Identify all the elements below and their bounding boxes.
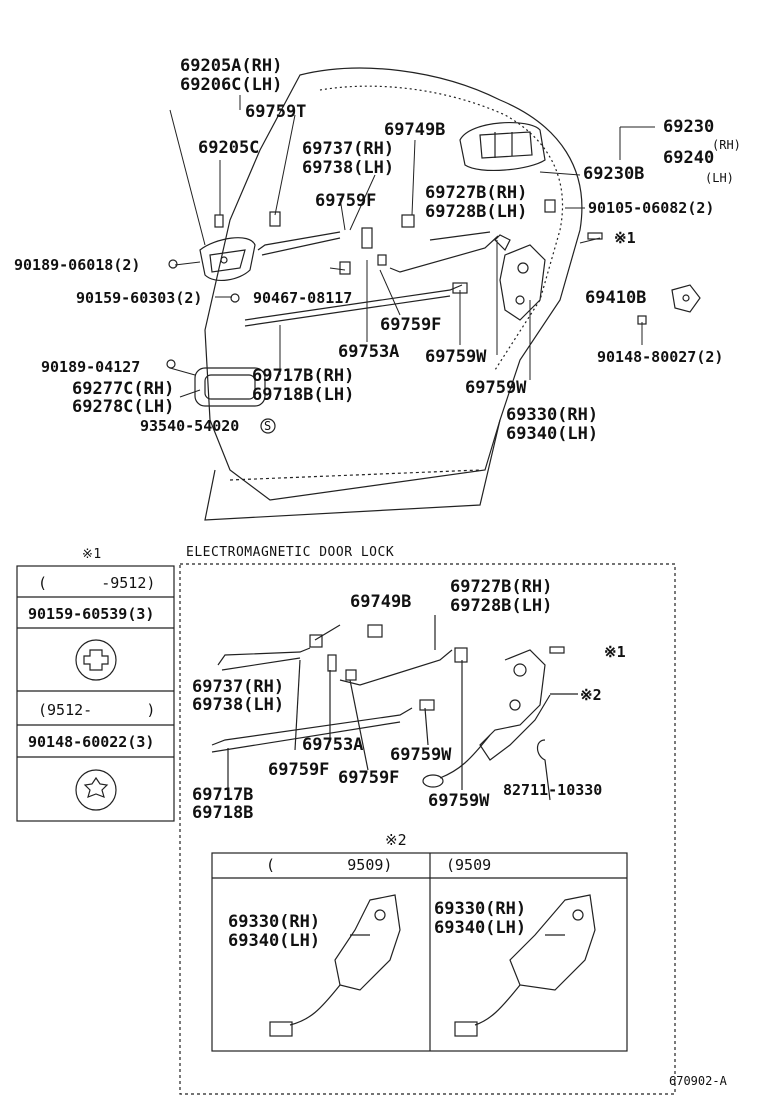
- inside-handle-drawing: [199, 237, 256, 282]
- link-rods-drawing: [244, 231, 499, 327]
- part-label-69727b: 69727B(RH): [425, 183, 528, 203]
- star2-col2-rh: 69330(RH): [434, 899, 527, 919]
- part-label-69759w-a: 69759W: [425, 347, 487, 367]
- actuator-lh-drawing: [454, 894, 596, 1037]
- em-part-69728b: 69728B(LH): [450, 596, 553, 616]
- side-row-part-90159: 90159-60539(3): [28, 605, 155, 623]
- star1-reference: ※1: [614, 229, 636, 247]
- star2-table-lines: [211, 852, 628, 1052]
- part-label-69759t: 69759T: [245, 102, 307, 122]
- striker-drawing: [671, 284, 701, 313]
- part-label-69240: 69240: [663, 148, 715, 168]
- side-row-part-90148: 90148-60022(3): [28, 733, 155, 751]
- side-row-date-1: ( -9512): [38, 574, 156, 592]
- em-part-69759f-a: 69759F: [268, 760, 330, 780]
- rh-small-label: (RH): [712, 138, 741, 152]
- em-part-69759f-b: 69759F: [338, 768, 400, 788]
- part-label-69340: 69340(LH): [506, 424, 599, 444]
- part-label-69205a: 69205A(RH): [180, 56, 283, 76]
- part-label-69277c: 69277C(RH): [72, 379, 175, 399]
- part-label-90105: 90105-06082(2): [588, 199, 715, 217]
- handle-bezel-drawing: [194, 367, 266, 407]
- em-part-69749b: 69749B: [350, 592, 412, 612]
- part-label-69728b: 69728B(LH): [425, 202, 528, 222]
- side-panel-lines: [16, 565, 175, 822]
- em-rods-drawing: [211, 615, 565, 790]
- actuator-rh-drawing: [269, 894, 401, 1037]
- em-part-69753a: 69753A: [302, 735, 364, 755]
- em-star1: ※1: [604, 643, 626, 661]
- part-label-69330: 69330(RH): [506, 405, 599, 425]
- part-label-69759f-a: 69759F: [315, 191, 377, 211]
- part-label-90189-06018: 90189-06018(2): [14, 256, 141, 274]
- outside-handle-drawing: [459, 121, 546, 172]
- star2-col2-lh: 69340(LH): [434, 918, 527, 938]
- lh-small-label: (LH): [705, 171, 734, 185]
- part-label-69230: 69230: [663, 117, 715, 137]
- diagram-code: 670902-A: [669, 1074, 727, 1088]
- leader-lines-top: [169, 95, 655, 398]
- side-panel-title: ※1: [82, 547, 102, 562]
- em-part-69737: 69737(RH): [192, 677, 285, 697]
- part-label-90148-80027: 90148-80027(2): [597, 348, 724, 366]
- star2-col2-header: (9509: [446, 856, 564, 874]
- part-label-69759f-b: 69759F: [380, 315, 442, 335]
- em-part-69738: 69738(LH): [192, 695, 285, 715]
- part-label-90189-04127: 90189-04127: [41, 358, 141, 376]
- star2-col1-lh: 69340(LH): [228, 931, 321, 951]
- em-star2: ※2: [580, 686, 602, 704]
- part-label-69278c: 69278C(LH): [72, 397, 175, 417]
- side-row-date-2: (9512- ): [38, 701, 156, 719]
- part-label-69717b: 69717B(RH): [252, 366, 355, 386]
- part-label-69749b: 69749B: [384, 120, 446, 140]
- part-label-90467: 90467-08117: [253, 289, 353, 307]
- door-frame-outline: [204, 67, 583, 521]
- part-label-69718b: 69718B(LH): [252, 385, 355, 405]
- part-label-69737: 69737(RH): [302, 139, 395, 159]
- part-label-69206c: 69206C(LH): [180, 75, 283, 95]
- star2-title: ※2: [385, 831, 407, 849]
- star2-col1-rh: 69330(RH): [228, 912, 321, 932]
- part-label-93540: 93540-54020: [140, 417, 240, 435]
- em-lock-frame: [179, 563, 676, 1095]
- door-lock-assembly-drawing: [494, 234, 546, 321]
- em-part-69759w-b: 69759W: [428, 791, 490, 811]
- em-actuator-drawing: [422, 649, 578, 801]
- em-section-title: ELECTROMAGNETIC DOOR LOCK: [186, 545, 395, 560]
- em-part-69759w-a: 69759W: [390, 745, 452, 765]
- em-part-69717b: 69717B: [192, 785, 254, 805]
- part-label-90159-60303: 90159-60303(2): [76, 289, 203, 307]
- part-label-69738: 69738(LH): [302, 158, 395, 178]
- circled-s-mark: S: [264, 419, 272, 433]
- part-label-69230b: 69230B: [583, 164, 645, 184]
- em-part-82711: 82711-10330: [503, 781, 603, 799]
- em-part-69727b: 69727B(RH): [450, 577, 553, 597]
- part-label-69759w-b: 69759W: [465, 378, 527, 398]
- part-label-69410b: 69410B: [585, 288, 647, 308]
- small-fasteners-drawing: [166, 199, 647, 434]
- part-label-69205c: 69205C: [198, 138, 260, 158]
- star2-col1-header: ( 9509): [266, 856, 393, 874]
- part-label-69753a: 69753A: [338, 342, 400, 362]
- em-part-69718b: 69718B: [192, 803, 254, 823]
